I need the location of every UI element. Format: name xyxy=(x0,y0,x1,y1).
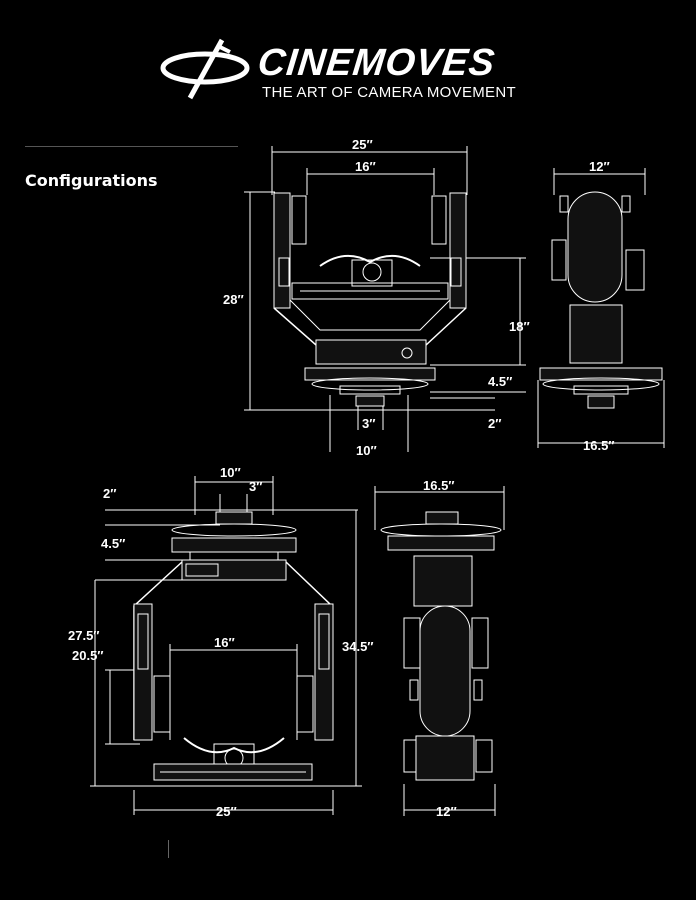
dim-bottom-front-overall-height: 27.5″ xyxy=(68,628,100,643)
divider xyxy=(25,146,238,147)
dim-bottom-front-inner-width: 16″ xyxy=(214,635,235,650)
dim-bottom-front-mount-height: 2″ xyxy=(103,486,116,501)
dim-top-front-mount-height: 2″ xyxy=(488,416,501,431)
dim-bottom-side-top-width: 16.5″ xyxy=(423,478,455,493)
dim-top-side-top-width: 12″ xyxy=(589,159,610,174)
footer-divider xyxy=(168,840,169,858)
dim-top-front-inner-width: 16″ xyxy=(355,159,376,174)
dim-bottom-front-body-height: 20.5″ xyxy=(72,648,104,663)
bottom-front-view xyxy=(90,476,362,815)
dim-bottom-front-plate-width: 10″ xyxy=(220,465,241,480)
dim-top-front-body-height: 18″ xyxy=(509,319,530,334)
cinemoves-logo-icon xyxy=(160,38,250,100)
brand-tagline: THE ART OF CAMERA MOVEMENT xyxy=(262,84,516,101)
dim-top-front-overall-height: 28″ xyxy=(223,292,244,307)
top-front-view xyxy=(244,146,526,452)
dim-bottom-front-base-height: 4.5″ xyxy=(101,536,125,551)
dim-bottom-front-mount-width: 3″ xyxy=(249,479,262,494)
dim-top-front-mount-width: 3″ xyxy=(362,416,375,431)
dim-bottom-front-total-height: 34.5″ xyxy=(342,639,374,654)
dim-bottom-front-overall-width: 25″ xyxy=(216,804,237,819)
dim-top-front-overall-width: 25″ xyxy=(352,137,373,152)
dim-top-side-base-width: 16.5″ xyxy=(583,438,615,453)
dim-top-front-base-height: 4.5″ xyxy=(488,374,512,389)
bottom-side-view xyxy=(374,486,505,816)
dim-top-front-plate-width: 10″ xyxy=(356,443,377,458)
dim-bottom-side-base-width: 12″ xyxy=(436,804,457,819)
page-title: Configurations xyxy=(25,171,158,190)
top-side-view xyxy=(537,168,665,448)
